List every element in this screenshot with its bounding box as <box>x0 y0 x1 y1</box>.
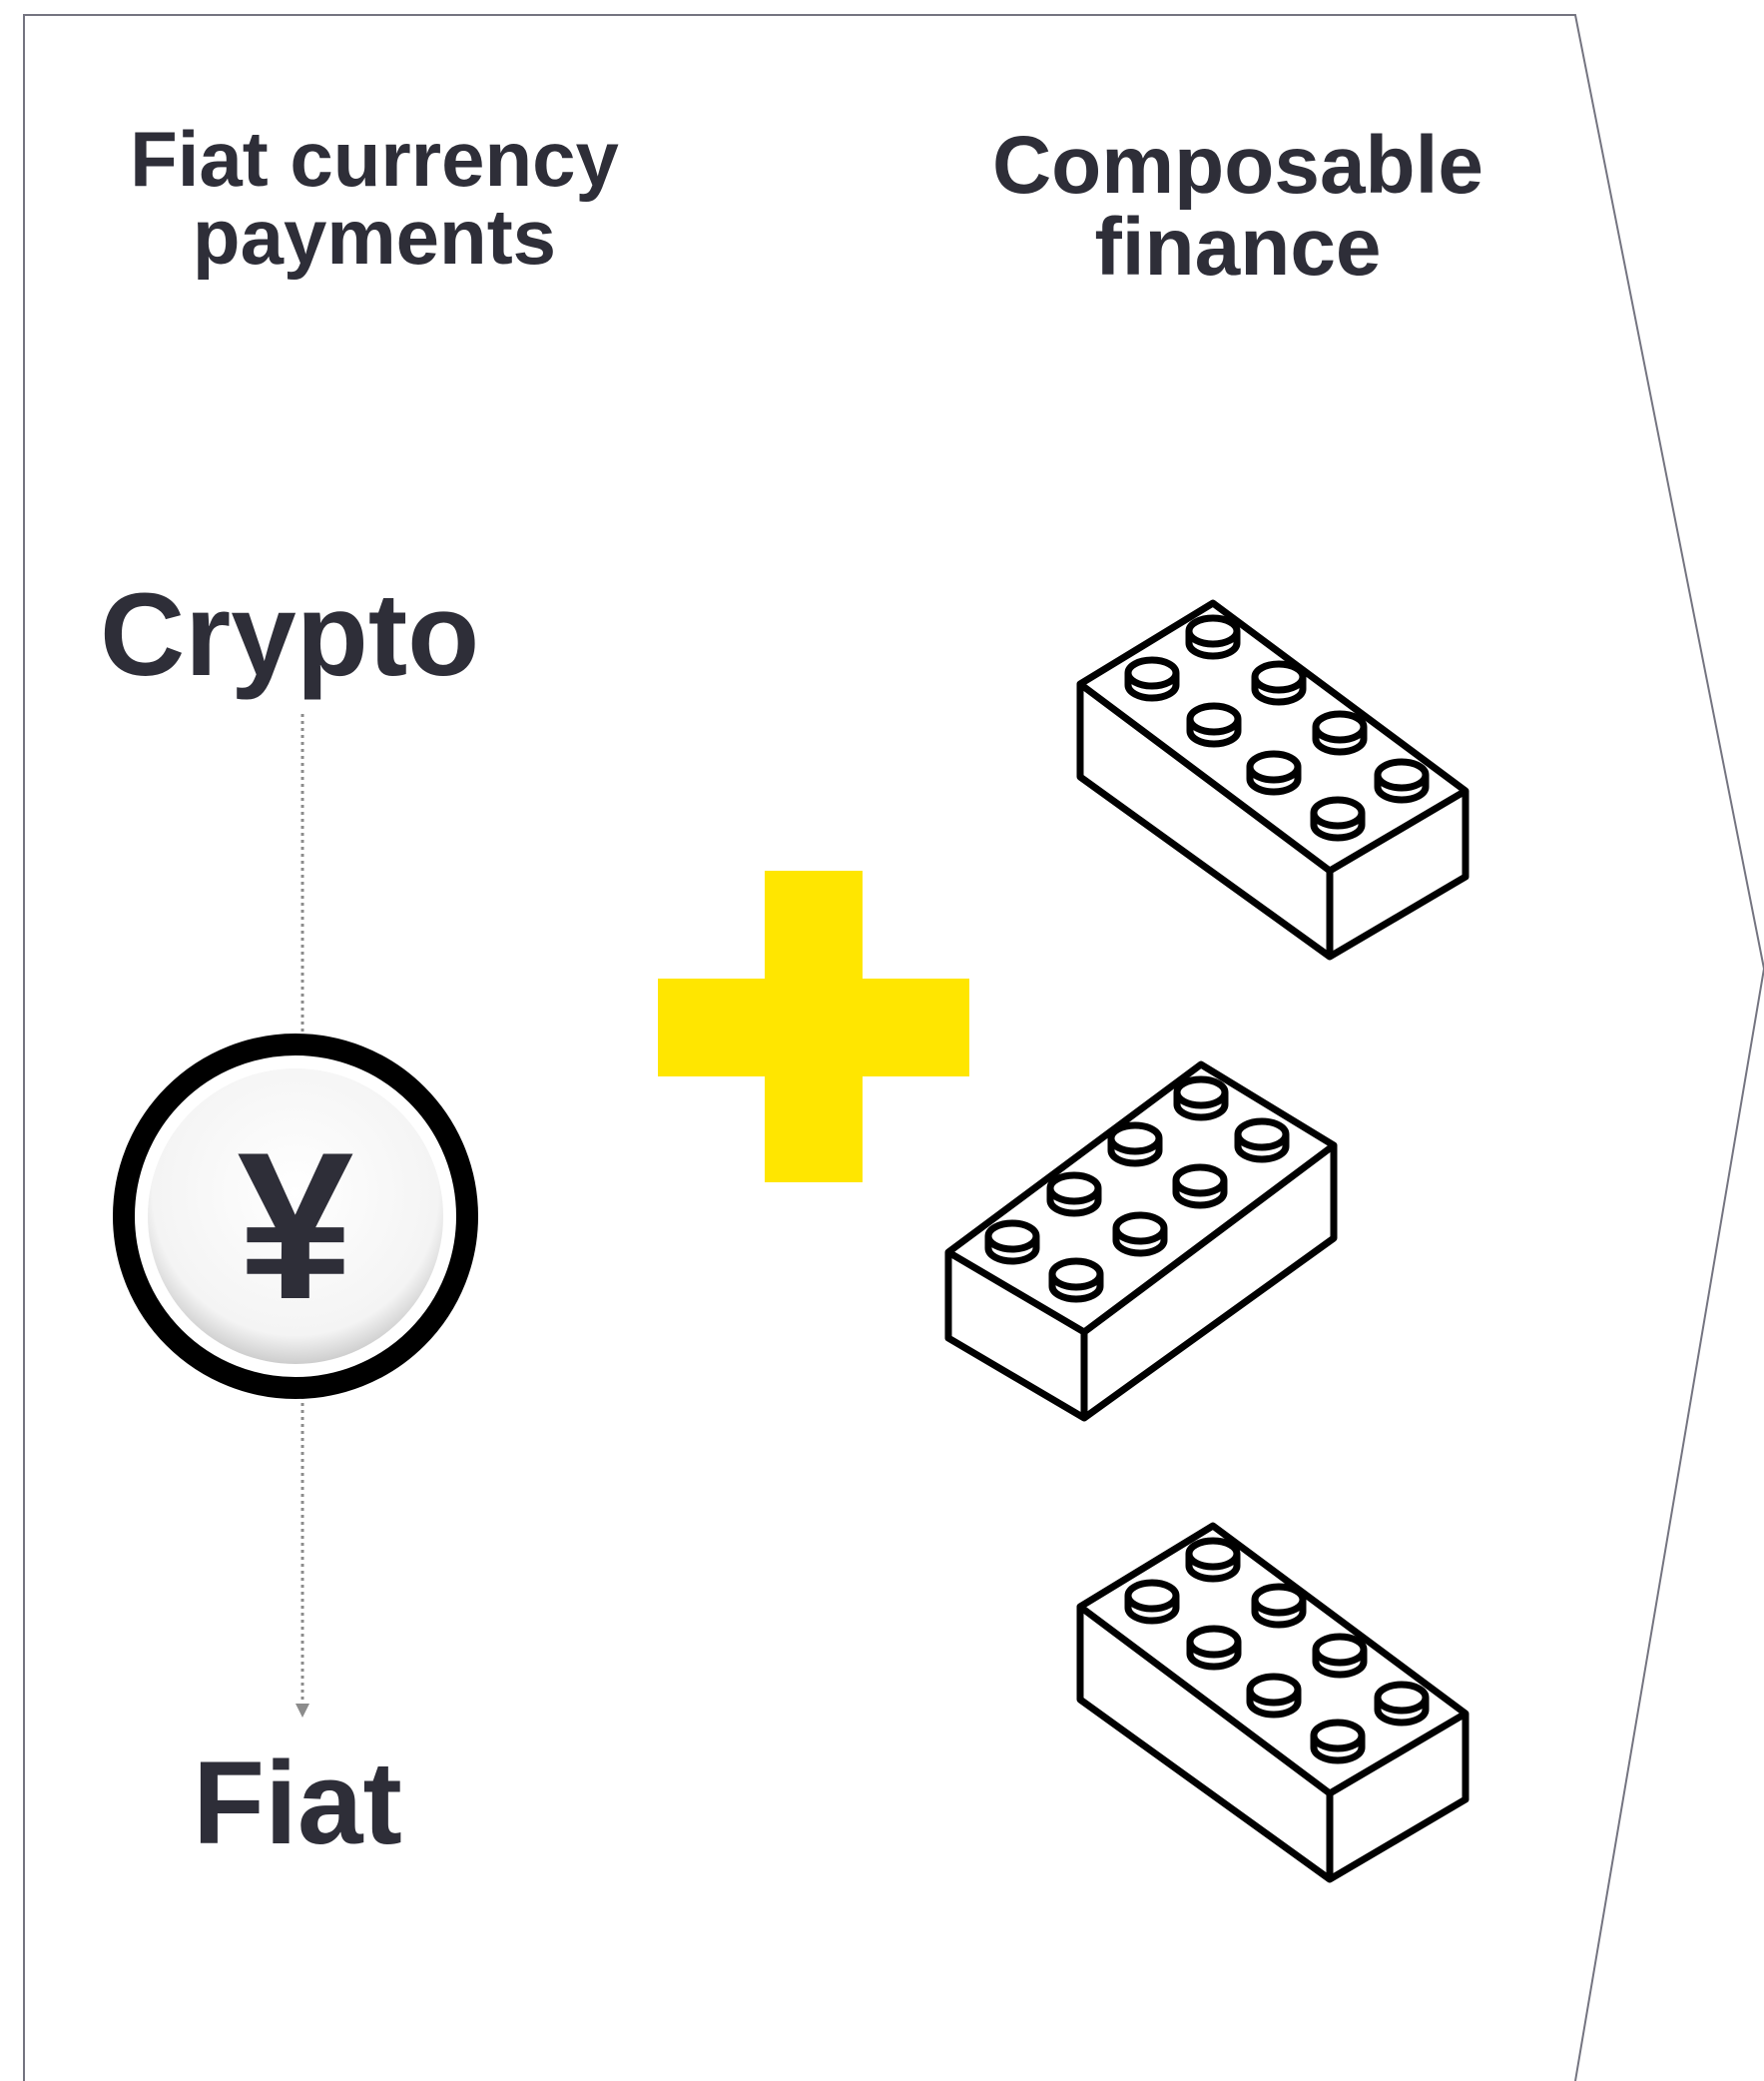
lego-brick-icon <box>948 1064 1334 1418</box>
right-section-title: Composable finance <box>933 125 1542 289</box>
plus-icon <box>658 871 969 1182</box>
lego-brick-icon <box>1080 1526 1466 1879</box>
flow-arrowhead-icon <box>295 1704 309 1718</box>
right-title-line-2: finance <box>1094 202 1382 293</box>
right-title-line-1: Composable <box>991 120 1484 211</box>
lego-brick-icon <box>1080 603 1466 957</box>
yen-coin-icon: ¥ <box>113 1034 478 1399</box>
fiat-label: Fiat <box>193 1737 402 1869</box>
currency-symbol: ¥ <box>238 1108 354 1343</box>
left-title-line-1: Fiat currency <box>130 115 619 203</box>
crypto-label: Crypto <box>100 569 480 701</box>
left-section-title: Fiat currency payments <box>40 120 709 276</box>
left-title-line-2: payments <box>192 193 557 281</box>
